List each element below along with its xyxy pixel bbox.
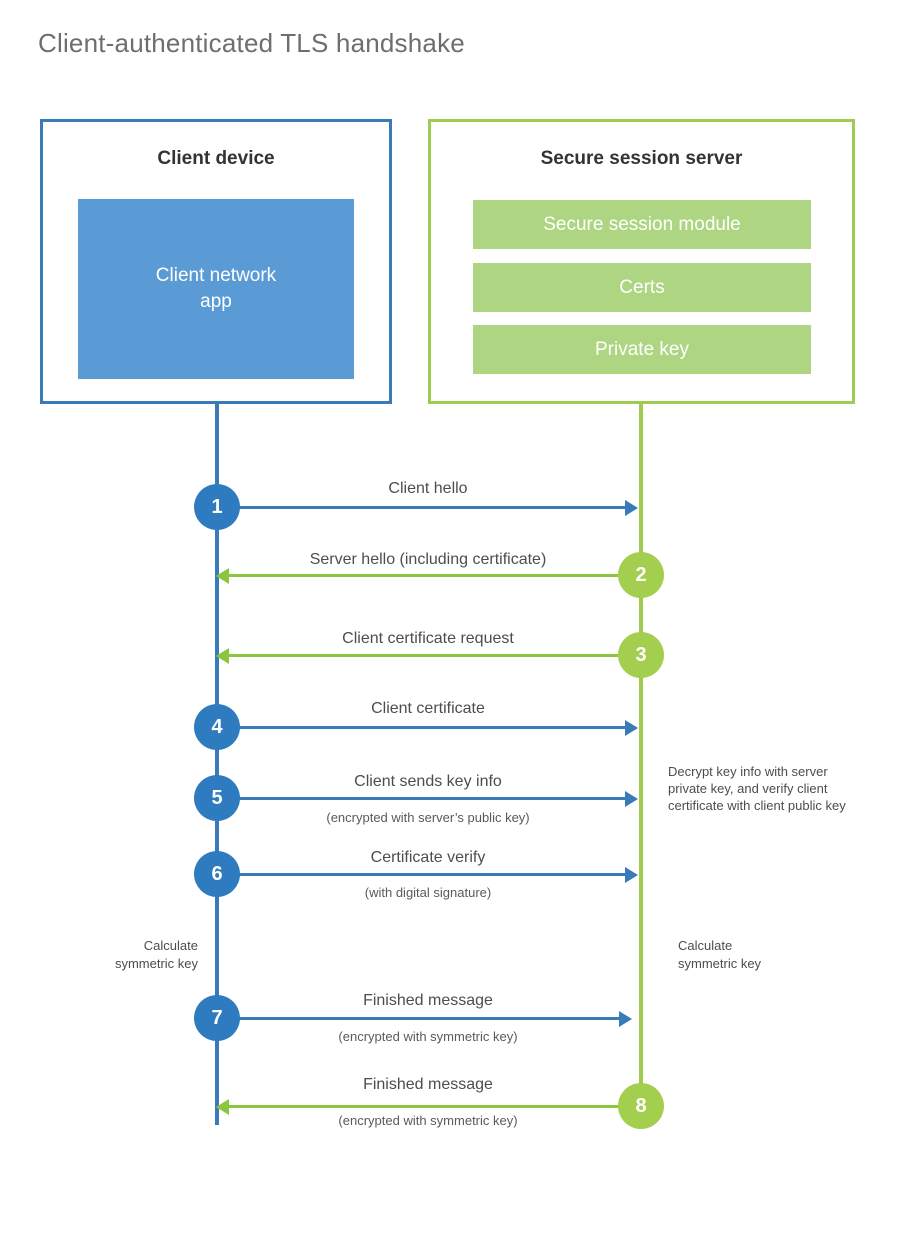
server-module-private-key: Private key: [473, 325, 811, 374]
server-decrypt-annotation: Decrypt key info with server private key…: [668, 764, 846, 813]
step-circle-4[interactable]: 4: [194, 704, 240, 750]
message-label-6: Certificate verify: [370, 849, 486, 866]
arrow-head-2: [216, 568, 229, 584]
message-sublabel-5: (encrypted with server’s public key): [326, 810, 530, 825]
arrow-head-4: [625, 720, 638, 736]
step-circle-7[interactable]: 7: [194, 995, 240, 1041]
arrow-line-8: [228, 1105, 640, 1108]
server-module-certs: Certs: [473, 263, 811, 312]
step-circle-8[interactable]: 8: [618, 1083, 664, 1129]
arrow-head-6: [625, 867, 638, 883]
step-circle-1[interactable]: 1: [194, 484, 240, 530]
message-label-3: Client certificate request: [342, 630, 514, 647]
arrow-head-8: [216, 1099, 229, 1115]
message-label-4: Client certificate: [371, 700, 485, 717]
arrow-line-6: [216, 873, 626, 876]
message-label-7: Finished message: [363, 992, 493, 1009]
client-lifeline: [215, 403, 219, 1125]
client-calculate-symmetric-key-note: Calculate symmetric key: [114, 938, 198, 971]
arrow-line-1: [216, 506, 626, 509]
message-sublabel-6: (with digital signature): [364, 885, 492, 900]
message-label-5: Client sends key info: [354, 773, 502, 790]
server-module-secure-session-module: Secure session module: [473, 200, 811, 249]
arrow-head-7: [619, 1011, 632, 1027]
message-sublabel-7: (encrypted with symmetric key): [338, 1029, 518, 1044]
secure-session-server-box: Secure session server Secure session mod…: [428, 119, 855, 404]
arrow-line-3: [228, 654, 640, 657]
message-sublabel-8: (encrypted with symmetric key): [338, 1113, 518, 1128]
secure-session-server-title: Secure session server: [540, 148, 743, 169]
arrow-head-5: [625, 791, 638, 807]
client-network-app-block: Client network app: [78, 199, 354, 379]
page-title: Client-authenticated TLS handshake: [38, 28, 465, 58]
arrow-line-5: [216, 797, 626, 800]
server-lifeline: [639, 403, 643, 1106]
message-label-2: Server hello (including certificate): [309, 551, 547, 568]
arrow-line-2: [228, 574, 640, 577]
client-device-title: Client device: [157, 148, 275, 169]
step-circle-6[interactable]: 6: [194, 851, 240, 897]
client-device-box: Client device Client network app: [40, 119, 392, 404]
message-label-8: Finished message: [363, 1076, 493, 1093]
step-circle-3[interactable]: 3: [618, 632, 664, 678]
server-calculate-symmetric-key-note: Calculate symmetric key: [678, 938, 762, 971]
arrow-head-3: [216, 648, 229, 664]
arrow-line-7: [216, 1017, 620, 1020]
step-circle-5[interactable]: 5: [194, 775, 240, 821]
arrow-head-1: [625, 500, 638, 516]
message-label-1: Client hello: [388, 480, 468, 497]
arrow-line-4: [216, 726, 626, 729]
step-circle-2[interactable]: 2: [618, 552, 664, 598]
